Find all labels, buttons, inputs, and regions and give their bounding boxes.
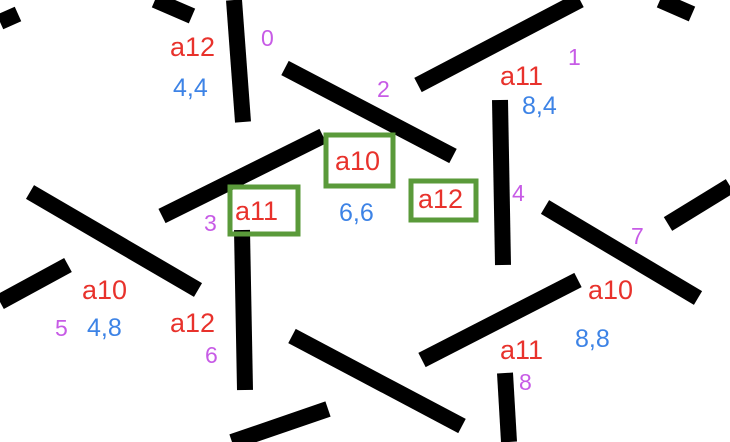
label-a12-top-left: a12	[170, 32, 215, 62]
segment	[492, 99, 511, 266]
coord-8-4: 8,4	[522, 92, 557, 120]
highlight-box-a10	[323, 132, 396, 189]
segment	[281, 60, 457, 164]
segment	[663, 179, 730, 231]
segment	[540, 200, 703, 305]
index-1: 1	[568, 44, 581, 70]
index-3: 3	[204, 210, 217, 236]
label-a10-center: a10	[335, 146, 380, 176]
coord-4-8: 4,8	[87, 314, 122, 342]
coord-8-8: 8,8	[575, 325, 610, 353]
label-a12-lower-left: a12	[170, 308, 215, 338]
label-a10-right: a10	[588, 275, 633, 305]
label-a11-left: a11	[235, 196, 278, 226]
coord-6-6: 6,6	[339, 199, 374, 227]
segment	[226, 0, 251, 123]
segment	[0, 6, 22, 30]
index-7: 7	[631, 223, 644, 249]
segment	[158, 128, 327, 224]
label-a11-top-right: a11	[500, 61, 543, 91]
label-a12-center: a12	[418, 184, 463, 214]
segment	[151, 0, 196, 24]
index-5: 5	[55, 315, 68, 341]
label-a10-left: a10	[82, 275, 127, 305]
index-4: 4	[512, 180, 525, 206]
segment	[0, 257, 72, 310]
segment	[25, 185, 203, 297]
index-6: 6	[205, 342, 218, 368]
segment	[229, 401, 331, 442]
segment	[656, 0, 696, 22]
segment	[288, 328, 466, 434]
segment	[497, 372, 517, 442]
segment	[418, 272, 582, 368]
index-2: 2	[377, 76, 390, 102]
index-0: 0	[261, 25, 274, 51]
highlight-box-a12	[408, 178, 479, 223]
segment	[234, 229, 253, 391]
index-8: 8	[519, 369, 532, 395]
label-a11-bottom: a11	[500, 335, 543, 365]
coord-4-4: 4,4	[173, 74, 208, 102]
highlight-box-a11	[227, 184, 301, 237]
segment	[414, 0, 584, 93]
